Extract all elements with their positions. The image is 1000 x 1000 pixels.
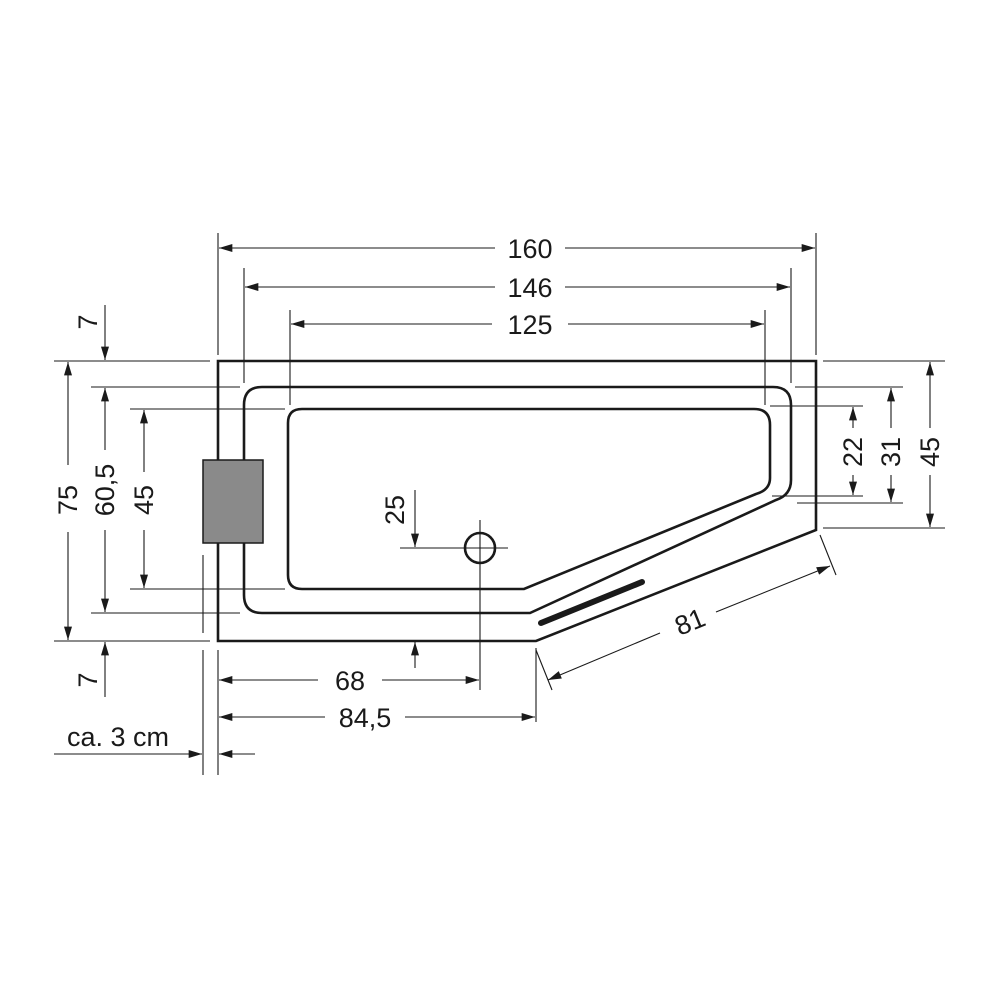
dim-160-label: 160 — [507, 234, 552, 264]
dim-146-label: 146 — [507, 273, 552, 303]
dim-68-label: 68 — [335, 666, 365, 696]
dim-7-bottom-label: 7 — [73, 672, 103, 687]
dim-25: 25 — [380, 490, 508, 668]
dim-81: 81 — [535, 534, 837, 691]
top-extension-lines — [217, 233, 817, 405]
dim-125-label: 125 — [507, 310, 552, 340]
tub-basin-outline — [286, 407, 772, 591]
overflow-slot — [538, 579, 645, 626]
dim-25-label: 25 — [380, 495, 410, 525]
dim-22: 22 — [838, 407, 868, 495]
right-extension-lines — [770, 360, 945, 529]
dim-45-right: 45 — [915, 362, 945, 528]
dim-panel-offset-label: ca. 3 cm — [67, 722, 169, 752]
dim-22-label: 22 — [838, 437, 868, 467]
dim-45-right-label: 45 — [915, 437, 945, 467]
dim-7-top-label: 7 — [73, 314, 103, 329]
dim-75: 75 — [53, 362, 83, 641]
dim-75-label: 75 — [53, 485, 83, 515]
bottom-extension-lines — [202, 648, 537, 775]
dim-60-5: 60,5 — [90, 388, 120, 613]
tub-outer-outline — [216, 359, 818, 643]
tub-rim-outline — [242, 385, 793, 615]
dim-84-5-label: 84,5 — [339, 703, 392, 733]
side-panel-block — [202, 459, 264, 544]
dim-7-bottom: 7 — [73, 641, 109, 697]
dim-31-label: 31 — [876, 437, 906, 467]
dim-160: 160 — [218, 234, 816, 264]
dim-146: 146 — [245, 273, 791, 303]
dim-81-label: 81 — [670, 602, 709, 641]
dim-60-5-label: 60,5 — [90, 464, 120, 517]
dim-45-left: 45 — [129, 410, 159, 589]
dim-45-left-label: 45 — [129, 485, 159, 515]
dim-68: 68 — [218, 666, 479, 696]
dim-125: 125 — [291, 310, 765, 340]
dim-84-5: 84,5 — [218, 703, 536, 733]
dim-7-top: 7 — [73, 305, 109, 360]
left-extension-lines — [54, 360, 285, 642]
dim-panel-offset: ca. 3 cm — [54, 722, 255, 758]
dim-31: 31 — [876, 388, 906, 502]
